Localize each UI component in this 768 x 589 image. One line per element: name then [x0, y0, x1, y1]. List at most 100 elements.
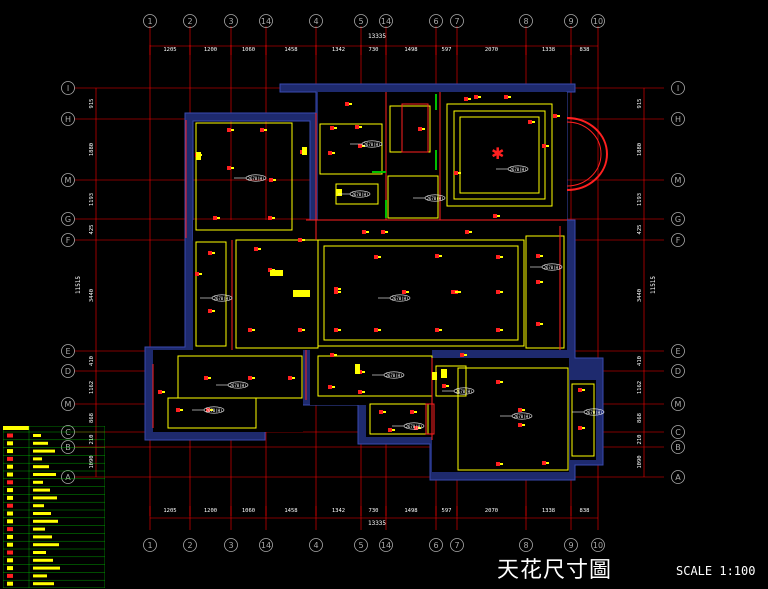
ceiling-light-tag [439, 329, 442, 331]
ceiling-light-tag [458, 172, 461, 174]
ceiling-light-tag [362, 371, 365, 373]
ceiling-light [435, 328, 439, 332]
ceiling-light [578, 388, 582, 392]
ceiling-light-tag [338, 291, 341, 293]
axis-bubble-label: 10 [593, 17, 603, 26]
legend-description [33, 465, 49, 469]
ceiling-light-tag [338, 329, 341, 331]
legend-description [33, 496, 57, 500]
axis-bubble-label: I [677, 84, 679, 93]
ceiling-light-tag [464, 354, 467, 356]
axis-bubble [671, 440, 685, 454]
ceiling-light [195, 272, 199, 276]
axis-bubble-label: 4 [313, 17, 318, 26]
ceiling-light [474, 95, 478, 99]
legend-description [33, 449, 55, 453]
drawing-title: 天花尺寸圖 [497, 558, 613, 583]
axis-bubble-label: D [675, 367, 681, 376]
ceiling-light-tag [273, 179, 276, 181]
dimension-label: 410 [637, 356, 643, 366]
ceiling-light-tag [378, 329, 381, 331]
height-ellipse [227, 381, 249, 389]
dimension-label: 1090 [637, 455, 643, 468]
axis-bubble [61, 112, 75, 126]
axis-bubble [61, 470, 75, 484]
ceiling-light [362, 230, 366, 234]
axis-bubble-label: C [675, 428, 681, 437]
ceiling-light-tag [272, 217, 275, 219]
dimension-label: 1205 [163, 508, 176, 514]
axis-bubble-label: M [675, 176, 682, 185]
ceiling-light [496, 380, 500, 384]
legend-symbol [7, 464, 13, 469]
ceiling-light [328, 151, 332, 155]
axis-bubble [564, 14, 578, 28]
axis-bubble [259, 14, 273, 28]
axis-bubble [671, 173, 685, 187]
ceiling-light-tag [212, 310, 215, 312]
height-ellipse [403, 422, 425, 430]
ceiling-light [451, 290, 455, 294]
dimension-label: 1338 [542, 47, 555, 53]
height-ellipse [583, 408, 605, 416]
ceiling-light [248, 328, 252, 332]
dimension-label: 1338 [542, 508, 555, 514]
dimension-label: 410 [89, 356, 95, 366]
ceiling-light [460, 353, 464, 357]
axis-bubble-label: E [675, 347, 680, 356]
dimension-label: 1498 [404, 508, 417, 514]
legend-description [33, 504, 44, 508]
ceiling-light-tag [540, 323, 543, 325]
axis-bubble [671, 81, 685, 95]
ceiling-light [358, 390, 362, 394]
dimension-label: 1060 [242, 47, 255, 53]
dimension-label: 1200 [204, 508, 217, 514]
ceiling-height-label: 2670(H) [514, 414, 531, 419]
ceiling-light-tag [217, 217, 220, 219]
height-ellipse [511, 412, 533, 420]
ceiling-light [328, 385, 332, 389]
ceiling-light [442, 384, 446, 388]
dimension-label: 1458 [284, 47, 297, 53]
legend-symbol [7, 566, 13, 571]
ceiling-light [465, 230, 469, 234]
ceiling-light [414, 426, 418, 430]
axis-bubble [183, 14, 197, 28]
dimension-label: 1193 [89, 193, 95, 206]
ceiling-light-tag [546, 145, 549, 147]
dimension-label: 210 [637, 435, 643, 445]
ceiling-light [206, 408, 210, 412]
legend-symbol [7, 503, 13, 508]
legend-symbol [7, 573, 13, 578]
ceiling-light-tag [292, 377, 295, 379]
ceiling-light-tag [532, 121, 535, 123]
ceiling-fan-icon: ✱ [491, 144, 504, 163]
ceiling-height-label: 2670(H) [510, 167, 527, 172]
axis-bubble-label: 6 [433, 17, 438, 26]
axis-bubble-label: F [676, 236, 681, 245]
ceiling-light [176, 408, 180, 412]
ceiling-light [227, 166, 231, 170]
legend-description [33, 566, 60, 570]
ceiling-light-tag [414, 411, 417, 413]
axis-bubble-label: G [675, 215, 681, 224]
axis-bubble [259, 538, 273, 552]
axis-bubble [61, 233, 75, 247]
dimension-label: 1060 [242, 508, 255, 514]
axis-bubble-label: 4 [313, 541, 318, 550]
axis-bubble [450, 538, 464, 552]
ceiling-light-tag [469, 231, 472, 233]
ceiling-light-tag [500, 381, 503, 383]
ceiling-height-label: 2670(H) [456, 389, 473, 394]
axis-bubble [519, 538, 533, 552]
dimension-label: 838 [580, 47, 590, 53]
ceiling-light [542, 461, 546, 465]
axis-bubble-label: 6 [433, 541, 438, 550]
ceiling-light [213, 216, 217, 220]
dimension-label: 838 [580, 508, 590, 514]
